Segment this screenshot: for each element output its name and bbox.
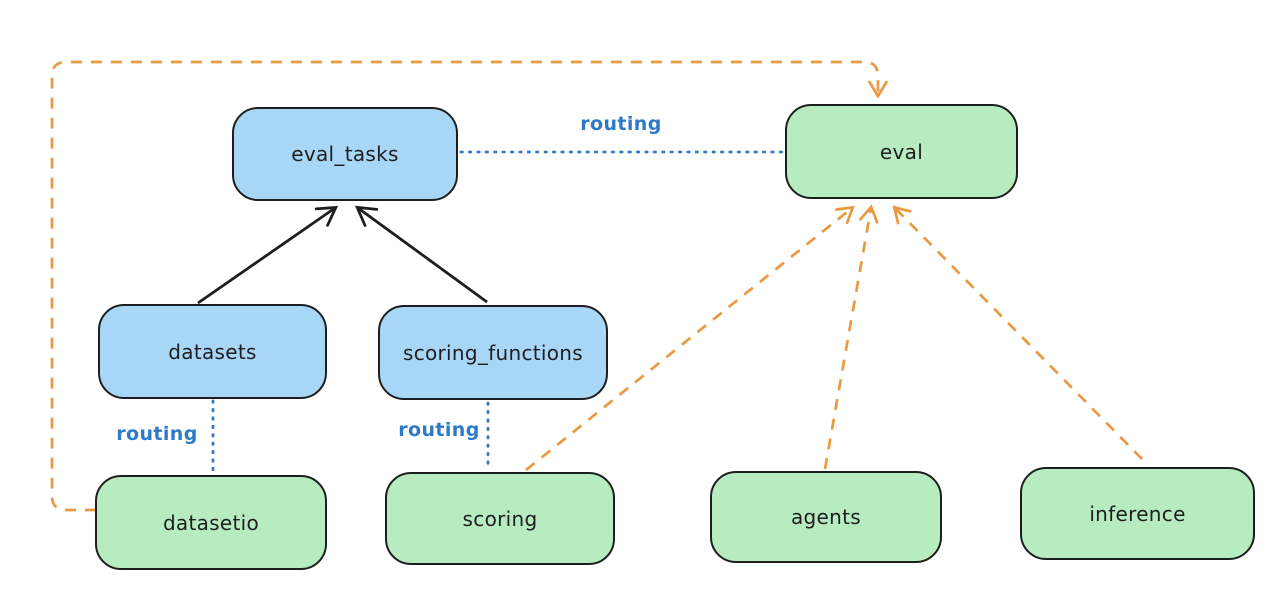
node-datasetio-label: datasetio — [162, 510, 260, 535]
node-agents: agents — [710, 471, 942, 563]
node-inference-label: inference — [1089, 501, 1186, 526]
edge-agents-to-eval — [823, 204, 879, 470]
node-eval-tasks-label: eval_tasks — [291, 142, 399, 166]
edge-inference-to-eval — [892, 205, 1143, 460]
node-scoring-label: scoring — [462, 506, 538, 531]
node-datasets: datasets — [98, 304, 327, 399]
node-scoring-functions: scoring_functions — [378, 305, 608, 400]
edge-scoring-functions-to-eval-tasks — [354, 205, 488, 304]
node-inference: inference — [1020, 467, 1255, 560]
edge-scoring-to-eval — [525, 205, 855, 472]
routing-label-scoring-functions-scoring: routing — [398, 419, 480, 441]
edge-datasetio-to-eval — [50, 60, 888, 512]
node-agents-label: agents — [791, 505, 861, 529]
node-datasets-label: datasets — [168, 339, 257, 364]
node-scoring: scoring — [385, 472, 615, 565]
node-eval-label: eval — [879, 139, 924, 164]
node-scoring-functions-label: scoring_functions — [402, 340, 584, 365]
node-eval: eval — [785, 104, 1018, 199]
node-datasetio: datasetio — [95, 475, 327, 570]
edge-datasets-to-eval-tasks — [197, 205, 339, 305]
routing-label-datasets-datasetio: routing — [116, 423, 198, 445]
routing-label-eval-tasks-eval: routing — [580, 113, 662, 135]
node-eval-tasks: eval_tasks — [232, 107, 458, 201]
